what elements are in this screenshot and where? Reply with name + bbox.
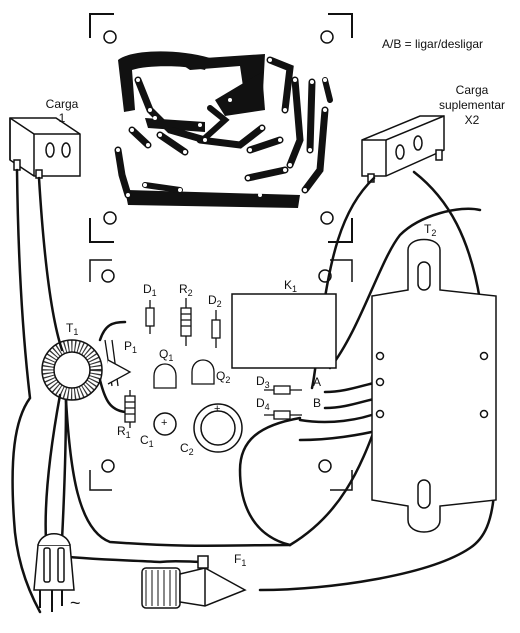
toroid-transformer-icon [41, 339, 103, 401]
f1-label: F1 [234, 552, 247, 568]
load-1-name: Carga [45, 97, 79, 111]
legend-note: A/B = ligar/desligar [382, 37, 484, 51]
c1-plus-sign: + [161, 417, 168, 429]
c2-plus-sign: + [214, 403, 221, 415]
component-board [89, 259, 353, 491]
load-1-terminal-block [9, 117, 81, 179]
c2-label: C2 [180, 441, 194, 457]
d4-label: D4 [256, 396, 270, 412]
ac-symbol: ~ [70, 593, 81, 613]
load-1-number: 1 [58, 111, 66, 125]
terminal-a-label: A [313, 375, 322, 389]
c1-label: C1 [140, 433, 154, 449]
pcb-foil-pattern [89, 13, 353, 243]
load-2-line2: suplementar [438, 98, 506, 112]
k1-label: K1 [284, 278, 298, 294]
load-2-terminal-block [361, 115, 445, 183]
d3-label: D3 [256, 374, 270, 390]
board-components [104, 298, 302, 428]
d2-label: D2 [208, 293, 222, 309]
q1-label: Q1 [159, 347, 174, 363]
load-2-line1: Carga [455, 83, 489, 97]
relay-icon [231, 293, 337, 369]
power-plug-icon [33, 533, 75, 612]
r2-label: R2 [179, 282, 193, 298]
capacitor-icon [153, 403, 243, 453]
t1-label: T1 [66, 321, 79, 337]
r1-label: R1 [117, 424, 131, 440]
t2-transformer [371, 238, 497, 533]
q2-label: Q2 [216, 369, 231, 385]
load-2-label: Carga suplementar X2 [432, 84, 512, 126]
t2-label: T2 [424, 222, 437, 238]
load-1-label: Carga 1 [42, 98, 82, 124]
fuse-holder-icon [141, 555, 247, 609]
p1-label: P1 [124, 339, 138, 355]
load-2-line3: X2 [464, 113, 480, 127]
wiring [11, 168, 497, 614]
d1-label: D1 [143, 282, 157, 298]
terminal-b-label: B [313, 396, 322, 410]
